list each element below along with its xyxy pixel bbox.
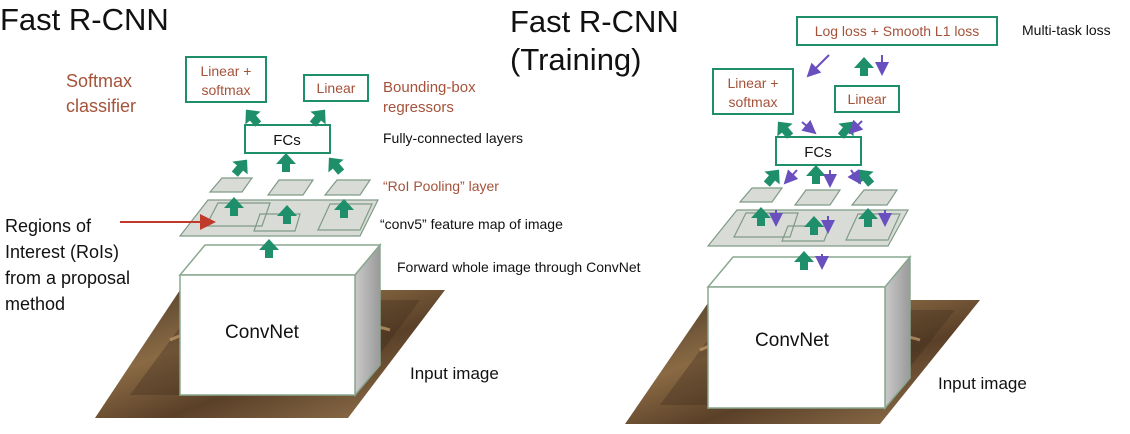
right-convnet-box (707, 286, 886, 409)
right-linear-box (834, 85, 900, 113)
right-title-l1: Fast R-CNN (510, 4, 679, 39)
right-title-l2: (Training) (510, 42, 642, 77)
right-roi-tile-3 (850, 189, 899, 206)
right-backprop-arrows (769, 54, 892, 270)
left-bbox-l1: Bounding-box (383, 79, 476, 96)
left-softmax-l1: Softmax (66, 71, 132, 91)
left-diagram: ConvNet FCs Linear + softmax Linear (0, 2, 641, 418)
left-regions-l4: method (5, 294, 65, 314)
left-linear-softmax-box (185, 56, 267, 103)
left-softmax-l2: classifier (66, 96, 136, 116)
right-multitask-label: Multi-task loss (1022, 22, 1111, 38)
left-roi-pool-label: “RoI Pooling” layer (383, 178, 499, 194)
left-roi-tile-1 (208, 177, 254, 193)
right-linear-softmax-box (712, 68, 794, 115)
left-linear-softmax-l2: softmax (201, 82, 250, 98)
left-convnet-label: ConvNet (225, 322, 300, 343)
left-fcs-label: FCs (273, 132, 301, 149)
right-loss-box (796, 16, 998, 46)
right-loss-label: Log loss + Smooth L1 loss (815, 23, 980, 39)
left-forward-label: Forward whole image through ConvNet (397, 259, 641, 275)
left-convnet-top (178, 244, 382, 276)
right-linear-label: Linear (848, 91, 887, 107)
right-diagram: ConvNet FCs Linear + softmax Linear Log … (510, 4, 1111, 424)
left-conv5-map (178, 199, 379, 237)
left-green-arrows (224, 109, 354, 258)
left-fc-label: Fully-connected layers (383, 130, 523, 146)
right-linear-softmax-l1: Linear + (728, 75, 779, 91)
left-convnet-box (179, 274, 356, 396)
left-linear-softmax-l1: Linear + (201, 63, 252, 79)
right-input-image-label: Input image (938, 374, 1027, 393)
left-roi-tile-3 (323, 179, 372, 196)
right-roi-tile-2 (793, 189, 842, 206)
right-linear-softmax-l2: softmax (728, 94, 777, 110)
right-convnet-label: ConvNet (755, 330, 830, 351)
left-regions-l3: from a proposal (5, 268, 130, 288)
left-regions-l2: Interest (RoIs) (5, 242, 119, 262)
left-bbox-l2: regressors (383, 99, 454, 116)
left-roi-tile-2 (266, 179, 315, 196)
right-green-arrows (751, 57, 878, 270)
left-linear-label: Linear (317, 80, 356, 96)
left-regions-l1: Regions of (5, 216, 92, 236)
left-input-image-label: Input image (410, 364, 499, 383)
left-fcs-box (244, 124, 331, 154)
right-roi-tile-1 (738, 187, 784, 203)
left-title: Fast R-CNN (0, 2, 169, 37)
right-fcs-box (775, 136, 862, 166)
right-fcs-label: FCs (804, 144, 832, 161)
left-conv5-label: “conv5” feature map of image (380, 216, 563, 232)
left-linear-box (303, 74, 369, 102)
